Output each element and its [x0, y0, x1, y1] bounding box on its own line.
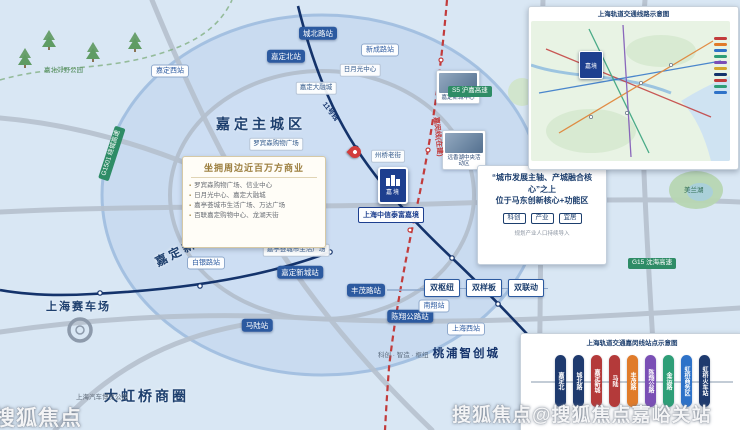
panel-note: 规划产业人口持续导入	[514, 231, 570, 238]
highway-label: S5 沪嘉高速	[448, 86, 492, 97]
station-bar-name: 城北路	[575, 372, 581, 390]
inset-map-area: 嘉境	[531, 21, 730, 161]
taopu-label: 科创 · 智造 · 枢纽桃浦智创城	[378, 344, 500, 362]
building-icon	[386, 175, 400, 186]
station-bar-name: 金运路	[665, 372, 671, 390]
region-label: 上海赛车场	[46, 301, 111, 313]
station-bar: 陈翔公路	[644, 355, 656, 407]
hub-box: 双联动	[508, 279, 544, 297]
legend-swatch	[714, 55, 727, 58]
photo-caption: 嘉定新城中心	[441, 95, 475, 101]
station-bar-name: 马陆	[611, 375, 617, 387]
station-pill: 新成路站	[361, 43, 399, 57]
metro-station-pill: 马陆站	[241, 318, 273, 332]
poi-label: 嘉定大融城	[295, 81, 337, 95]
panel-item: 百联嘉定购物中心、龙湖天街	[189, 211, 319, 221]
legend-swatch	[714, 79, 727, 82]
right-info-panel: “城市发展主轴、产城融合核心”之上 位于马东创新核心+功能区 科创 产业 宜居 …	[477, 165, 607, 265]
inset-line-stations: 上海轨道交通嘉闵线站点示意图 嘉定北 城北路 嘉定新城 马陆	[520, 333, 740, 430]
photo-caption: 远香湖中央活动区	[447, 155, 481, 168]
hub-box: 双样板	[466, 279, 502, 297]
taopu-slogan: 科创 · 智造 · 枢纽	[378, 352, 429, 359]
tree-icons	[18, 30, 142, 68]
taopu-name: 桃浦智创城	[432, 348, 501, 360]
project-logo-text: 嘉境	[385, 190, 400, 196]
poi-label: 州桥老街	[371, 149, 405, 163]
station-pill: 上海西站	[447, 322, 485, 336]
highway-label: G15 沈海高速	[628, 258, 677, 269]
station-pill: 嘉定西站	[151, 64, 189, 78]
station-bar: 金运路	[662, 355, 674, 407]
panel-item-list: 罗宾森购物广场、信业中心 日月光中心、嘉定大融城 嘉亭荟城市生活广场、万达广场 …	[189, 181, 319, 221]
inset-top-title: 上海轨道交通线路示意图	[597, 11, 670, 18]
region-label: 大虹桥商圈	[104, 388, 189, 404]
tag-item: 产业	[530, 212, 554, 225]
tag-item: 宜居	[558, 212, 582, 225]
station-bar-name: 陈翔公路	[647, 369, 653, 393]
quote-line-1: “城市发展主轴、产城融合核心”之上	[492, 173, 592, 194]
racetrack-icon	[67, 317, 93, 343]
poi-label: 罗宾森购物广场	[249, 137, 303, 151]
station-bar: 嘉定新城	[590, 355, 602, 407]
legend-swatch	[714, 67, 727, 70]
hub-boxes: 双枢纽 双样板 双联动	[420, 279, 548, 297]
inset-line-legend	[714, 37, 727, 94]
photo-thumbnail	[445, 133, 483, 153]
small-label: 嘉北郊野公园	[44, 67, 83, 74]
left-info-panel: 坐拥周边近百万方商业 罗宾森购物广场、信业中心 日月光中心、嘉定大融城 嘉亭荟城…	[182, 156, 326, 248]
panel-title: 坐拥周边近百万方商业	[203, 163, 304, 173]
hub-box: 双枢纽	[424, 279, 460, 297]
legend-swatch	[714, 61, 727, 64]
station-bar: 丰茂路	[626, 355, 638, 407]
station-bar-row: 嘉定北 城北路 嘉定新城 马陆 丰茂路 陈翔公路	[525, 355, 739, 407]
panel-item: 嘉亭荟城市生活广场、万达广场	[189, 201, 319, 211]
panel-item: 罗宾森购物广场、信业中心	[189, 181, 319, 191]
metro-station-pill: 嘉定新城站	[277, 265, 323, 279]
legend-swatch	[714, 73, 727, 76]
tag-row: 科创 产业 宜居	[483, 212, 601, 225]
poi-label: 日月光中心	[339, 63, 381, 77]
panel-item: 日月光中心、嘉定大融城	[189, 191, 319, 201]
station-bar: 嘉定北	[554, 355, 566, 407]
station-bar-name: 虹桥商务区	[683, 366, 689, 396]
legend-swatch	[714, 37, 727, 40]
station-pill: 白银路站	[187, 256, 225, 270]
metro-station-pill: 陈翔公路站	[387, 309, 433, 323]
small-label: 美兰湖	[684, 187, 704, 194]
station-bar: 虹桥商务区	[680, 355, 692, 407]
metro-station-pill: 城北路站	[299, 26, 337, 40]
station-bar: 虹桥火车站	[698, 355, 710, 407]
watermark-right: 搜狐焦点@搜狐焦点嘉峪关站	[452, 405, 712, 426]
metro-station-pill: 嘉定北站	[267, 49, 305, 63]
station-bar-name: 虹桥火车站	[701, 366, 707, 396]
watermark-left: 搜狐焦点	[0, 407, 82, 430]
inset-marker-text: 嘉境	[584, 63, 597, 70]
project-marker: 嘉境	[378, 167, 408, 204]
inset-project-marker: 嘉境	[579, 51, 603, 79]
panel-divider	[191, 177, 317, 178]
tag-item: 科创	[502, 212, 526, 225]
inset-bottom-title: 上海轨道交通嘉闵线站点示意图	[586, 340, 678, 347]
project-name-label: 上海中信泰富嘉境	[358, 207, 424, 223]
inset-map-drawing	[531, 24, 730, 161]
station-pill: 南翔站	[418, 299, 450, 313]
region-label: 嘉定主城区	[216, 116, 306, 132]
inset-metro-network-map: 上海轨道交通线路示意图 嘉境	[528, 6, 739, 170]
station-bar: 城北路	[572, 355, 584, 407]
legend-swatch	[714, 49, 727, 52]
legend-swatch	[714, 85, 727, 88]
legend-swatch	[714, 91, 727, 94]
park-boundary-dashed	[0, 0, 233, 81]
station-bar-name: 丰茂路	[629, 372, 635, 390]
photo-card: 远香湖中央活动区	[442, 130, 486, 171]
metro-station-pill: 丰茂路站	[347, 283, 385, 297]
small-label: 上海汽车博览公园	[76, 394, 128, 401]
station-bar-name: 嘉定北	[557, 372, 563, 390]
station-bar-name: 嘉定新城	[593, 369, 599, 393]
quote-line-2: 位于马东创新核心+功能区	[495, 196, 589, 206]
station-bar: 马陆	[608, 355, 620, 407]
lake-shape	[669, 171, 723, 209]
legend-swatch	[714, 43, 727, 46]
